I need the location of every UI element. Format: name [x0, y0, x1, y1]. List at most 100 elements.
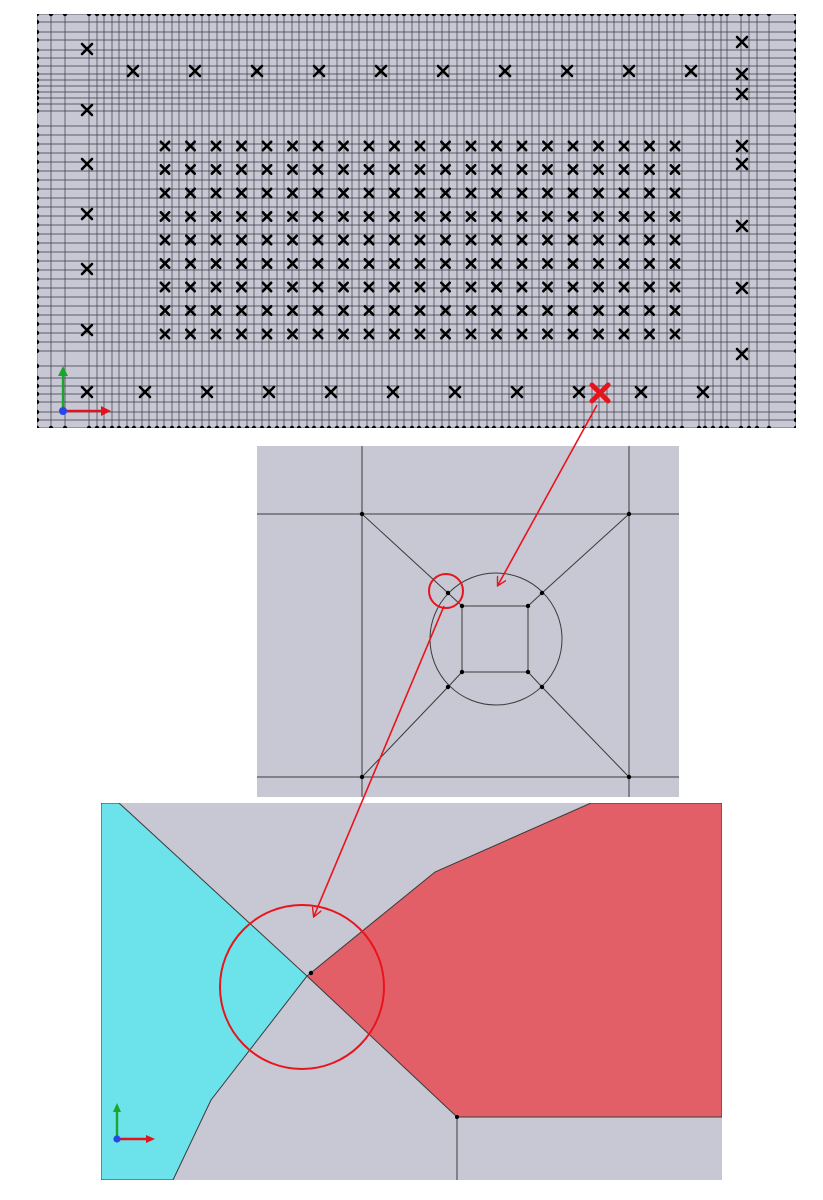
- cell-marker: [363, 304, 375, 317]
- cell-marker: [210, 234, 222, 246]
- mesh-node: [718, 425, 724, 428]
- cell-marker: [592, 281, 605, 293]
- mesh-node: [724, 425, 730, 428]
- cell-marker: [669, 281, 681, 293]
- cell-marker: [210, 281, 222, 293]
- mesh-node: [746, 425, 752, 428]
- mesh-diagonal: [527, 671, 543, 688]
- mesh-node: [214, 14, 220, 17]
- mesh-node: [386, 425, 392, 428]
- cell-marker: [337, 211, 350, 222]
- cell-marker: [618, 187, 630, 199]
- cell-marker: [261, 211, 273, 222]
- cell-background: [257, 446, 679, 797]
- cell-marker: [287, 281, 299, 293]
- mesh-node: [341, 14, 347, 17]
- cell-marker: [261, 281, 273, 293]
- mesh-node: [581, 14, 587, 17]
- mesh-node: [124, 425, 130, 428]
- mesh-node: [439, 14, 445, 17]
- cell-marker: [210, 304, 222, 317]
- cell-marker: [439, 328, 452, 340]
- cell-zoom-view: [257, 446, 679, 797]
- mesh-node: [131, 14, 137, 17]
- cell-marker: [669, 258, 681, 269]
- mesh-node: [626, 511, 632, 517]
- mesh-node: [176, 425, 182, 428]
- mesh-node: [266, 425, 272, 428]
- mesh-node: [37, 108, 40, 114]
- mesh-node: [793, 19, 796, 25]
- mesh-node: [37, 150, 40, 156]
- mesh-node: [289, 14, 295, 17]
- mesh-node: [793, 321, 796, 327]
- cell-marker: [592, 328, 605, 340]
- cell-marker: [363, 258, 375, 269]
- mesh-node: [506, 14, 512, 17]
- cell-marker: [669, 234, 681, 246]
- mesh-node: [37, 89, 40, 95]
- mesh-node: [793, 77, 796, 83]
- cell-marker: [337, 328, 350, 340]
- mesh-node: [525, 669, 531, 675]
- cell-marker: [643, 211, 656, 222]
- cell-marker: [618, 164, 630, 175]
- mesh-node: [793, 150, 796, 156]
- mesh-node: [274, 14, 280, 17]
- cell-marker: [618, 258, 630, 269]
- mesh-node: [364, 425, 370, 428]
- mesh-node: [37, 101, 40, 107]
- cell-marker: [516, 164, 528, 175]
- mesh-node: [793, 177, 796, 183]
- mesh-node: [604, 14, 610, 17]
- mesh-node: [341, 425, 347, 428]
- mesh-node: [37, 195, 40, 201]
- vertex-zoom-panel: [101, 803, 722, 1180]
- mesh-node: [37, 204, 40, 210]
- mesh-node: [206, 14, 212, 17]
- cell-marker: [185, 328, 196, 340]
- mesh-node: [793, 47, 796, 53]
- mesh-node: [229, 14, 235, 17]
- cell-marker: [236, 234, 247, 246]
- mesh-diagonal: [527, 592, 543, 607]
- mesh-node: [37, 132, 40, 138]
- mesh-node: [37, 159, 40, 165]
- mesh-node: [656, 14, 662, 17]
- cell-marker: [735, 219, 749, 233]
- mesh-node: [793, 294, 796, 300]
- cell-marker: [560, 64, 574, 78]
- cell-marker: [592, 211, 605, 222]
- cell-marker: [236, 211, 247, 222]
- mesh-node: [304, 14, 310, 17]
- cell-marker: [236, 304, 247, 317]
- cell-marker: [516, 187, 528, 199]
- mesh-node: [416, 425, 422, 428]
- cell-marker: [618, 234, 630, 246]
- cell-marker: [363, 164, 375, 175]
- mesh-node: [37, 363, 40, 369]
- cell-marker: [592, 304, 605, 317]
- mesh-node: [37, 186, 40, 192]
- cell-marker: [567, 281, 579, 293]
- cell-marker: [643, 304, 656, 317]
- mesh-node: [161, 14, 167, 17]
- cell-marker: [414, 234, 426, 246]
- cell-marker: [80, 157, 94, 171]
- mesh-node: [304, 425, 310, 428]
- cell-marker: [465, 304, 477, 317]
- cell-marker: [618, 140, 630, 152]
- mesh-node: [793, 303, 796, 309]
- cell-marker: [735, 347, 749, 361]
- mesh-node: [671, 425, 677, 428]
- mesh-node: [37, 14, 40, 17]
- cell-marker: [236, 258, 247, 269]
- mesh-node: [116, 14, 122, 17]
- mesh-node: [529, 425, 535, 428]
- callout-circle: [428, 573, 464, 609]
- mesh-node: [176, 14, 182, 17]
- cell-marker: [210, 258, 222, 269]
- cell-marker: [516, 140, 528, 152]
- mesh-node: [461, 425, 467, 428]
- mesh-node: [37, 267, 40, 273]
